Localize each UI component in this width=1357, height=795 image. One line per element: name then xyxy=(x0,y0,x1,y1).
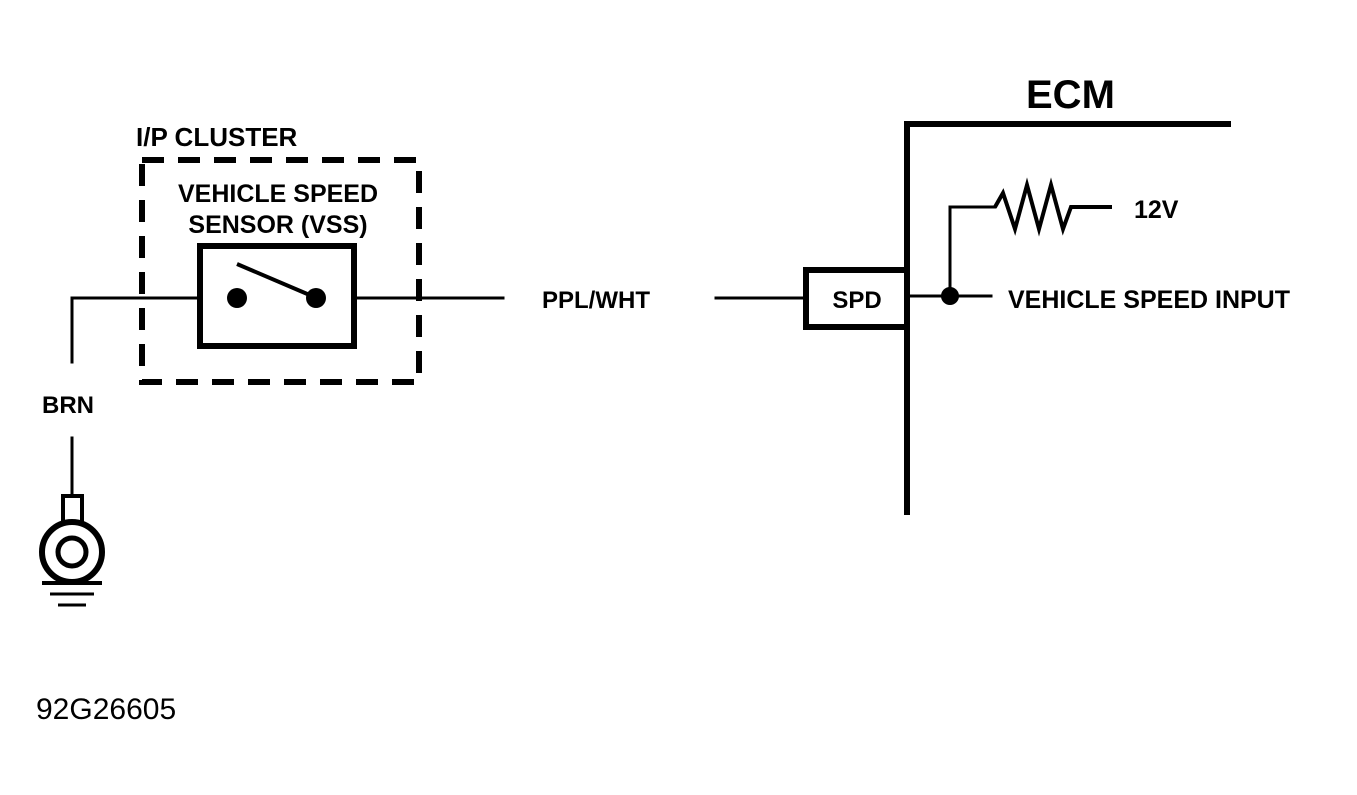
spd-terminal-box xyxy=(803,267,910,330)
resistor-icon xyxy=(993,177,1112,237)
voltage-label: 12V xyxy=(1134,196,1179,224)
ecm-boundary xyxy=(904,121,1231,515)
ground-icon xyxy=(39,494,105,607)
switch-icon xyxy=(227,262,326,308)
pullup-wire xyxy=(948,205,997,298)
ppl-wht-wire-label: PPL/WHT xyxy=(542,287,650,314)
figure-code: 92G26605 xyxy=(36,693,176,726)
vss-label-line2: SENSOR (VSS) xyxy=(188,211,367,239)
ip-cluster-label: I/P CLUSTER xyxy=(136,122,298,152)
brn-wire-label: BRN xyxy=(42,392,94,419)
vss-label-line1: VEHICLE SPEED xyxy=(178,180,378,208)
ecm-label: ECM xyxy=(1026,73,1115,117)
vss-switch-box xyxy=(197,243,357,349)
vehicle-speed-input-label: VEHICLE SPEED INPUT xyxy=(1008,286,1290,314)
brn-wire-upper xyxy=(70,296,202,364)
spd-label: SPD xyxy=(832,287,881,314)
